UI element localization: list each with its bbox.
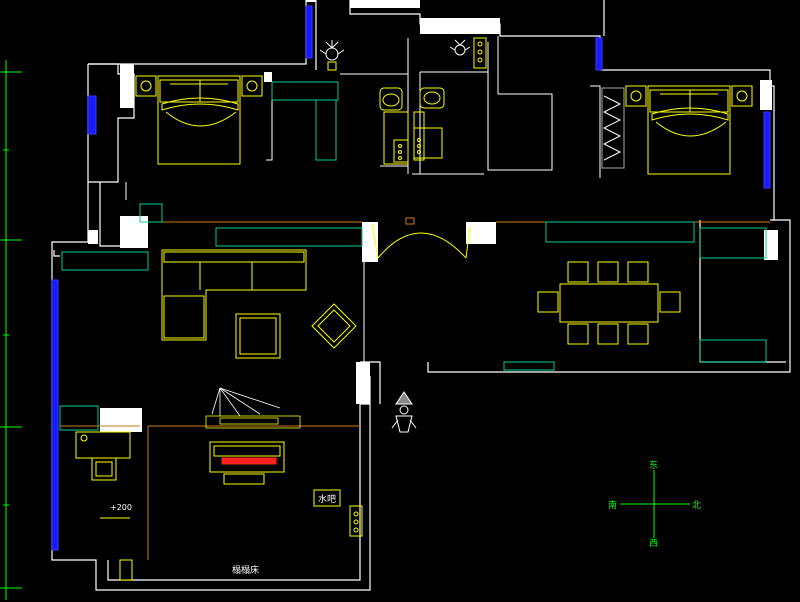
tv-projector — [205, 387, 301, 429]
level-mark: +200 — [110, 503, 132, 512]
compass-west: 西 — [649, 538, 658, 549]
bathroom-fixtures — [379, 37, 487, 165]
compass-south: 南 — [608, 499, 617, 511]
compass — [620, 470, 690, 538]
tatami-label: 榻榻床 — [232, 564, 259, 576]
left-dimension-line — [0, 60, 22, 600]
dining-table — [537, 261, 681, 345]
windows — [51, 5, 771, 581]
wardrobe-right — [601, 87, 625, 169]
piano — [209, 441, 285, 485]
study-desk — [75, 431, 131, 519]
water-bar-label: 水吧 — [318, 493, 336, 505]
wall-columns — [88, 0, 778, 432]
water-bar — [313, 489, 363, 537]
sofa — [161, 249, 307, 341]
entrance-figure-icon — [391, 391, 417, 433]
plant-icons — [319, 39, 471, 71]
built-in-cabinets — [59, 81, 767, 431]
armchair — [311, 303, 357, 349]
bed-right — [625, 85, 753, 175]
compass-north: 北 — [692, 500, 701, 511]
bed-left — [135, 75, 263, 165]
compass-east: 东 — [649, 459, 658, 471]
coffee-table — [235, 313, 281, 359]
arched-doorway — [371, 217, 471, 259]
